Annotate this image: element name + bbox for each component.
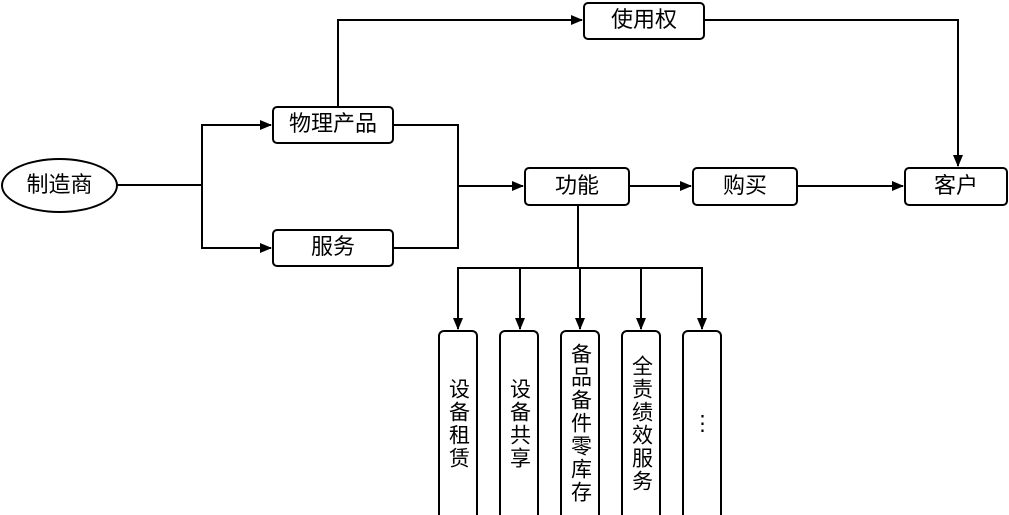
mode-node-more: ⋮ — [682, 330, 722, 515]
mode-label: 全责绩效服务 — [629, 354, 654, 493]
mode-label: 备品备件零库存 — [568, 343, 593, 504]
mode-label: 设备租赁 — [446, 377, 471, 470]
service-node: 服务 — [272, 229, 394, 267]
arrow-usage-right-to-customer — [705, 19, 963, 167]
line-product-service-merge — [394, 124, 459, 249]
usage-right-node: 使用权 — [583, 2, 705, 40]
customer-node: 客户 — [904, 167, 1008, 206]
physical-product-node: 物理产品 — [272, 106, 394, 144]
mode-node-equipment-sharing: 设备共享 — [499, 330, 539, 515]
manufacturer-node: 制造商 — [1, 158, 118, 213]
purchase-node: 购买 — [692, 167, 798, 206]
purchase-label: 购买 — [722, 173, 767, 199]
function-label: 功能 — [554, 173, 599, 199]
mode-node-zero-spare-inventory: 备品备件零库存 — [560, 330, 600, 515]
mode-node-full-performance-service: 全责绩效服务 — [621, 330, 661, 515]
manufacturer-label: 制造商 — [26, 172, 93, 198]
service-label: 服务 — [310, 235, 355, 260]
more-ellipsis: ⋮ — [690, 410, 715, 437]
function-node: 功能 — [524, 167, 630, 206]
usage-right-label: 使用权 — [610, 8, 677, 33]
physical-product-label: 物理产品 — [288, 112, 377, 137]
arrow-product-to-usage-right — [337, 15, 583, 106]
mode-node-equipment-leasing: 设备租赁 — [438, 330, 478, 515]
customer-label: 客户 — [933, 173, 978, 199]
mode-label: 设备共享 — [507, 377, 532, 470]
